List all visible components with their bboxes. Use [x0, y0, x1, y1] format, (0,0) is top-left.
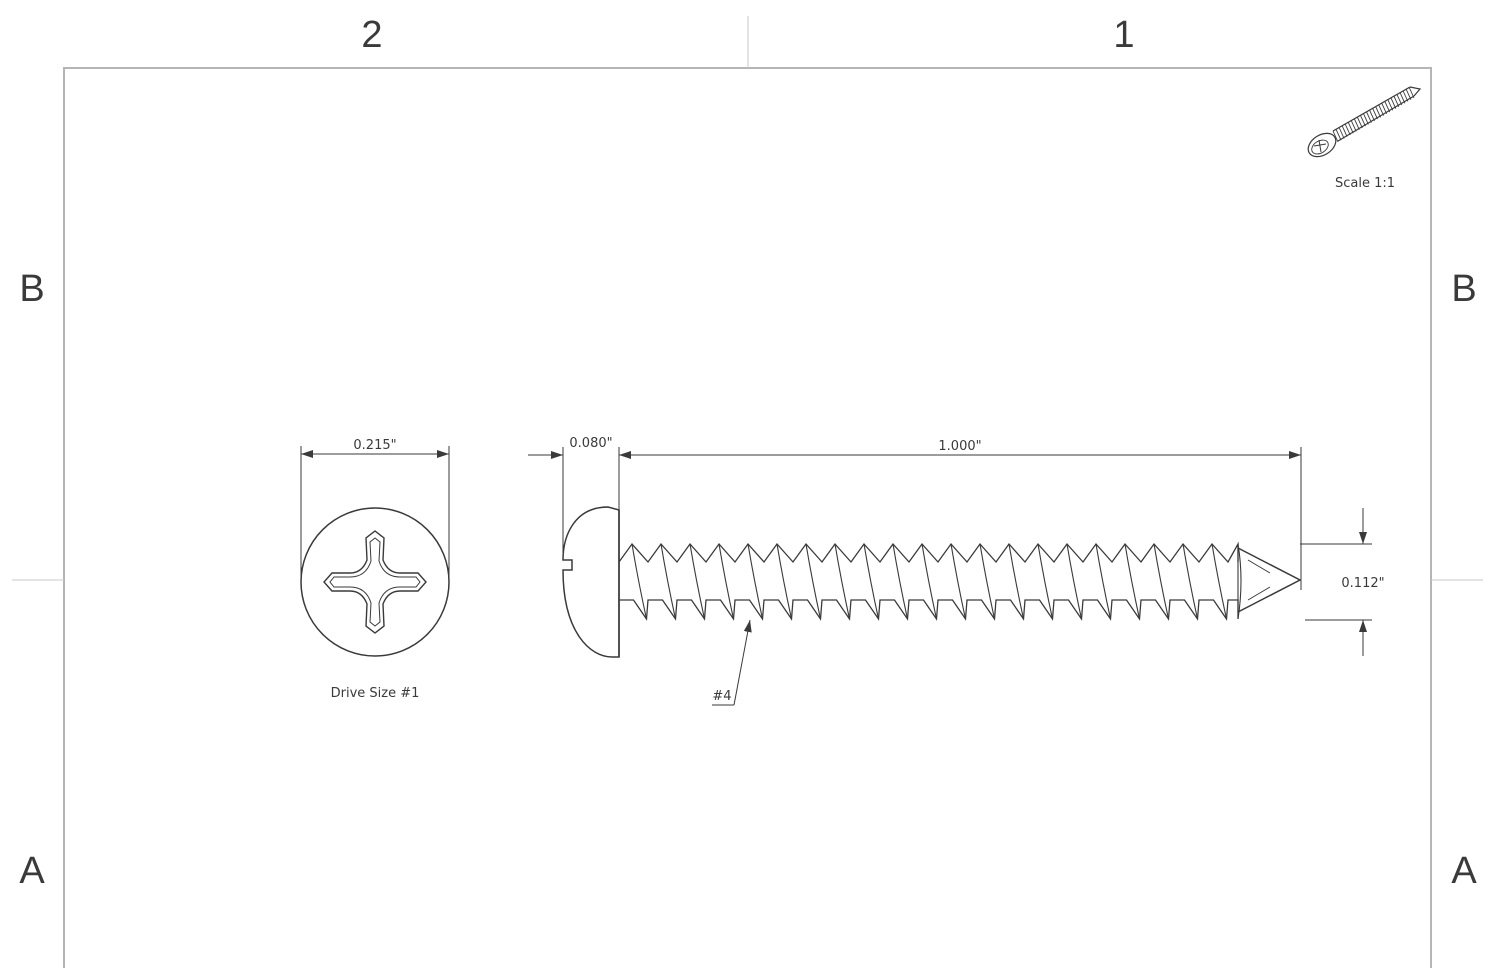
iso-thread	[1375, 106, 1382, 118]
iso-thread	[1402, 90, 1409, 102]
shank-diameter-dimension	[1300, 508, 1372, 656]
thread-flank	[776, 543, 793, 620]
screw-size-label: #4	[712, 689, 731, 704]
screw-side-view	[562, 506, 1302, 658]
iso-thread	[1384, 100, 1391, 113]
phillips-drive-recess-icon	[323, 530, 427, 634]
iso-thread	[1356, 116, 1363, 129]
zone-row-b-right: B	[1451, 268, 1476, 310]
iso-thread	[1369, 109, 1375, 122]
iso-thread	[1372, 107, 1378, 120]
iso-thread	[1399, 92, 1406, 104]
head-top-view	[300, 507, 450, 657]
thread-flank	[892, 543, 909, 620]
thread-flank	[863, 543, 880, 620]
drive-size-note: Drive Size #1	[331, 686, 420, 701]
iso-thread	[1362, 113, 1369, 125]
pan-head	[562, 506, 620, 658]
iso-thread	[1344, 123, 1351, 136]
thread-bottom-edge	[619, 599, 1239, 621]
isometric-screw-icon	[1307, 86, 1422, 158]
iso-thread	[1332, 130, 1339, 143]
iso-thread	[1381, 102, 1388, 114]
iso-thread	[1390, 97, 1397, 109]
iso-thread	[1387, 99, 1394, 111]
iso-thread	[1341, 125, 1348, 137]
thread-top-edge	[618, 541, 1239, 564]
thread-flanks	[631, 543, 1242, 620]
thread-flank	[747, 543, 764, 620]
iso-thread	[1405, 88, 1412, 100]
screw-size-leader	[712, 619, 752, 706]
thread-flank	[1008, 543, 1025, 620]
thread-flank	[660, 543, 677, 620]
thread-flank	[1066, 543, 1083, 620]
iso-thread	[1353, 118, 1360, 130]
zone-column-2: 2	[361, 14, 382, 56]
iso-thread	[1335, 129, 1342, 141]
thread-flank	[689, 543, 706, 620]
zone-row-b-left: B	[19, 268, 44, 310]
thread-flank	[950, 543, 967, 620]
zone-row-a-left: A	[19, 850, 45, 892]
iso-thread	[1365, 111, 1372, 123]
zone-column-1: 1	[1113, 14, 1134, 56]
iso-thread	[1396, 93, 1403, 106]
thread-flank	[921, 543, 938, 620]
head-diameter-label: 0.215"	[353, 438, 396, 453]
head-diameter-dimension	[300, 446, 450, 582]
iso-thread	[1393, 95, 1400, 107]
length-dimensions	[528, 447, 1302, 590]
iso-thread	[1350, 120, 1357, 132]
thread-flank	[718, 543, 735, 620]
iso-thread	[1359, 115, 1366, 127]
iso-thread	[1347, 122, 1354, 134]
thread-flank	[979, 543, 996, 620]
zone-row-a-right: A	[1451, 850, 1477, 892]
length-label: 1.000"	[938, 439, 981, 454]
thread-flank	[1124, 543, 1141, 620]
thread-flank	[1095, 543, 1112, 620]
iso-thread	[1378, 104, 1385, 116]
thread-flank	[1037, 543, 1054, 620]
screw-tip	[1237, 547, 1302, 613]
sheet-border	[63, 67, 1432, 968]
thread-flank	[834, 543, 851, 620]
thread-flank	[1211, 543, 1228, 620]
iso-scale-label: Scale 1:1	[1335, 176, 1395, 191]
iso-thread	[1338, 127, 1345, 139]
thread-flank	[1182, 543, 1199, 620]
shank-diameter-label: 0.112"	[1341, 576, 1384, 591]
thread-flank	[631, 543, 648, 620]
thread-flank	[1153, 543, 1170, 620]
head-height-label: 0.080"	[569, 436, 612, 451]
iso-thread	[1408, 86, 1415, 99]
thread-flank	[805, 543, 822, 620]
